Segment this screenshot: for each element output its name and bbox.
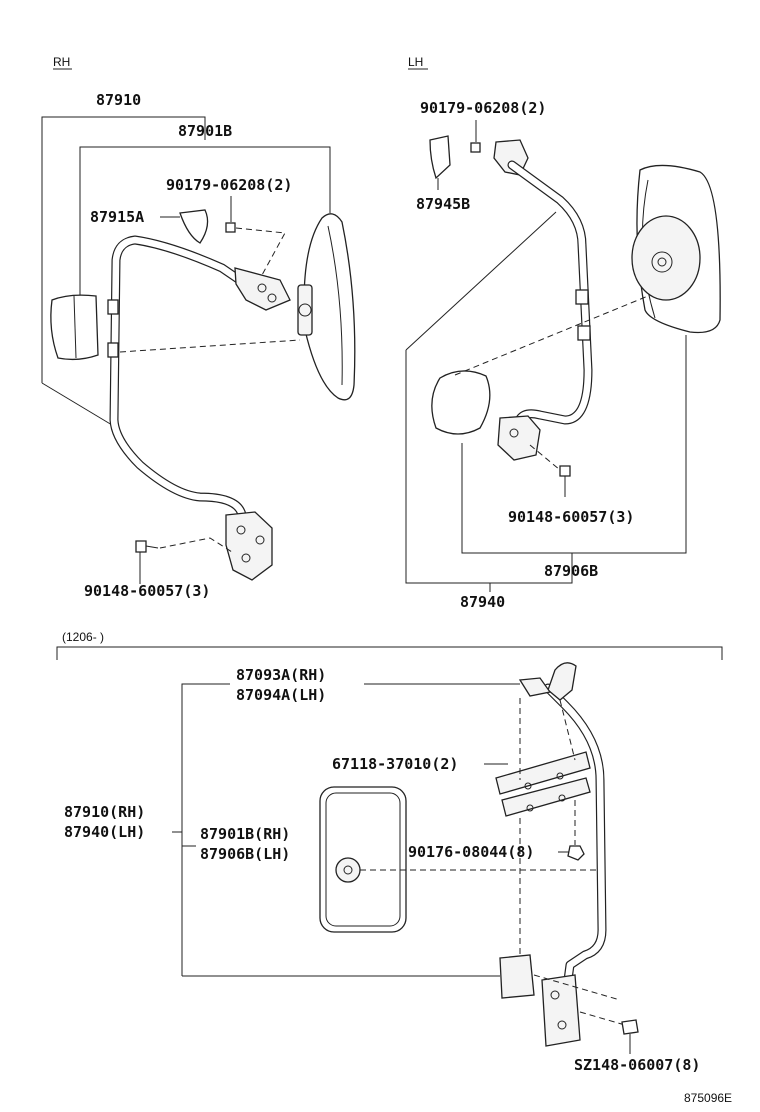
lh-bolt	[559, 465, 571, 477]
label-mirror-lh[interactable]: 87906B(LH)	[200, 845, 290, 863]
rh-arm-tube	[109, 235, 249, 520]
rh-tag: RH	[53, 55, 70, 69]
rh-mirror-mount	[297, 284, 313, 336]
rh-mirror-back-cover	[50, 294, 99, 361]
label-stay-lh[interactable]: 87094A(LH)	[236, 686, 326, 704]
section-bracket	[56, 646, 723, 660]
leader-87901b	[79, 146, 331, 295]
date-range: (1206- )	[62, 630, 104, 644]
lower-base-bracket	[541, 974, 581, 1047]
label-stay-rh[interactable]: 87093A(RH)	[236, 666, 326, 684]
label-87906b[interactable]: 87906B	[544, 562, 598, 580]
lh-tag: LH	[408, 55, 423, 69]
lower-bracket-2	[501, 777, 591, 817]
lh-cover-87945b	[429, 135, 451, 180]
rh-clip	[225, 222, 236, 233]
lower-base-plate	[499, 954, 535, 999]
label-clip-lh[interactable]: 90179-06208(2)	[420, 99, 546, 117]
label-assy-lh[interactable]: 87940(LH)	[64, 823, 145, 841]
label-bracket[interactable]: 67118-37010(2)	[332, 755, 458, 773]
label-87945b[interactable]: 87945B	[416, 195, 470, 213]
label-bolt-lh[interactable]: 90148-60057(3)	[508, 508, 634, 526]
lower-mirror-head	[319, 786, 407, 933]
label-87915a[interactable]: 87915A	[90, 208, 144, 226]
label-clip-rh[interactable]: 90179-06208(2)	[166, 176, 292, 194]
rh-base-bracket	[225, 511, 273, 581]
rh-upper-bracket	[234, 267, 291, 311]
leader-87940	[405, 350, 573, 584]
lower-bracket-1	[495, 751, 591, 795]
label-lower-bolt[interactable]: SZ148-06007(8)	[574, 1056, 700, 1074]
label-mirror-rh[interactable]: 87901B(RH)	[200, 825, 290, 843]
lh-mirror-back-cover	[431, 370, 491, 435]
label-nut[interactable]: 90176-08044(8)	[408, 843, 534, 861]
lh-tube-band	[575, 289, 589, 305]
lower-mirror-mount	[335, 857, 361, 883]
label-assy-rh[interactable]: 87910(RH)	[64, 803, 145, 821]
rh-cover-87915a	[179, 209, 209, 244]
figure-id: 875096E	[684, 1091, 732, 1105]
lh-clip	[470, 142, 481, 153]
lh-mirror-mount	[631, 215, 701, 301]
leader-87910	[41, 116, 206, 383]
label-87940[interactable]: 87940	[460, 593, 505, 611]
rh-tube-band	[107, 299, 119, 315]
label-87901b-rh[interactable]: 87901B	[178, 122, 232, 140]
lower-nut	[567, 845, 585, 861]
lower-bolt	[621, 1019, 639, 1035]
lh-base-bracket	[497, 415, 541, 461]
rh-bolt	[135, 540, 147, 553]
lower-top-joint	[547, 662, 577, 701]
label-bolt-rh[interactable]: 90148-60057(3)	[84, 582, 210, 600]
label-87910-rh[interactable]: 87910	[96, 91, 141, 109]
leader-87940-diag	[405, 211, 557, 351]
leader-87906b	[461, 335, 687, 554]
